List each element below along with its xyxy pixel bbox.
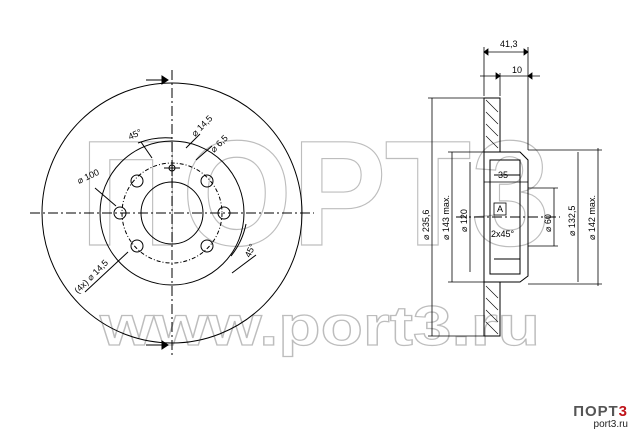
- label-d-120: ⌀ 120: [459, 209, 469, 232]
- logo-url: port3.ru: [593, 419, 628, 430]
- side-dimension-lines: [428, 47, 602, 337]
- watermark-big-text: ПОРТ3: [80, 109, 550, 277]
- datum-a-box: [493, 202, 507, 216]
- label-max-143: ⌀ 143 max.: [441, 195, 451, 240]
- bolt-hole-1: [130, 174, 144, 188]
- view-arrows: [146, 75, 169, 350]
- leader-lines: [84, 133, 257, 293]
- port3-logo: ПОРТ3 port3.ru: [573, 404, 628, 430]
- bolt-hole-3: [200, 239, 214, 253]
- bolt-hole-4: [130, 239, 144, 253]
- front-view: [30, 70, 314, 355]
- label-d-132-5: ⌀ 132,5: [567, 206, 577, 236]
- logo-mark: ПОРТ3: [573, 404, 628, 419]
- label-d-60: ⌀ 60: [543, 214, 553, 232]
- logo-mark-suffix: 3: [618, 403, 628, 420]
- label-datum-a: A: [497, 204, 503, 214]
- side-view: [428, 47, 602, 337]
- bolt-hole-2: [200, 174, 214, 188]
- label-chamfer: 2x45°: [491, 229, 515, 239]
- label-max-142: ⌀ 142 max.: [587, 195, 597, 240]
- logo-mark-prefix: ПОРТ: [573, 403, 619, 420]
- center-lines: [30, 70, 314, 355]
- disc-hub-circle: [99, 140, 245, 286]
- label-thickness-10: 10: [512, 65, 522, 75]
- label-outer-235-6: ⌀ 235,6: [421, 210, 431, 240]
- label-width-41-3: 41,3: [500, 39, 518, 49]
- label-depth-35: 35: [498, 170, 508, 180]
